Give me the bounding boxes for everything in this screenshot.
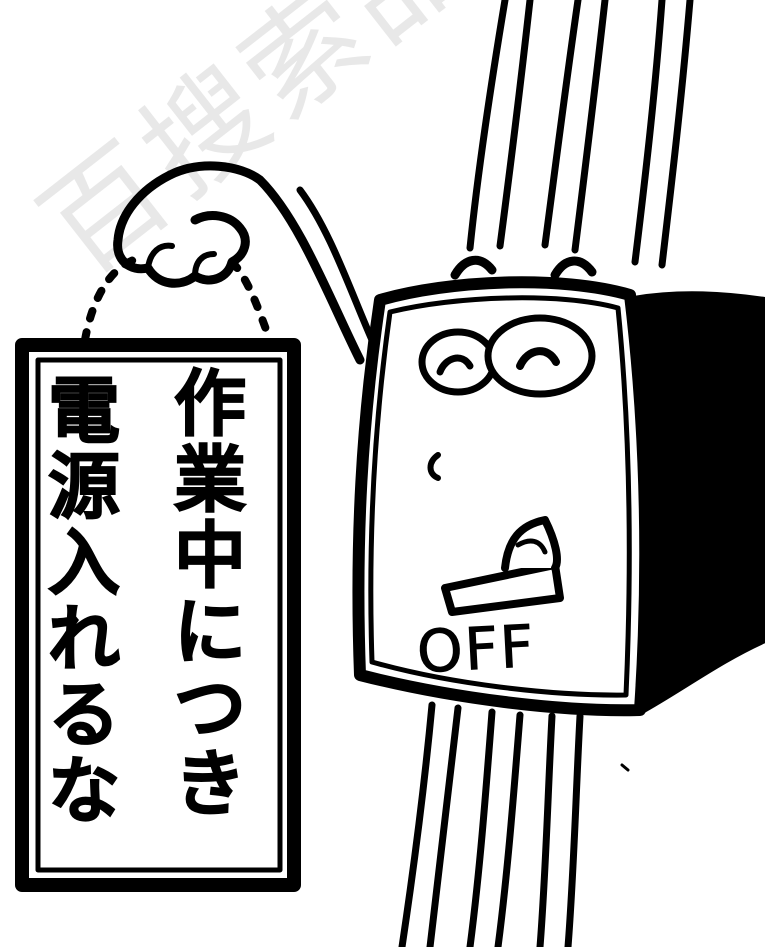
sign-char: な [47,749,121,833]
sign-char: に [173,590,247,674]
left-eyebrow [450,256,497,280]
sign-char: 入 [47,521,121,605]
sign-string [81,254,144,344]
sign-char: る [47,673,121,757]
right-eyebrow [550,256,597,280]
sign-char: 源 [47,445,121,529]
sign-char: 電 [47,369,121,453]
mouth-icon [427,452,441,481]
sign-text-line-left: 電 源 入 れ る な [38,369,130,833]
arm-icon [165,161,365,365]
switch-body-icon [352,276,652,717]
sign-char: 中 [173,514,247,598]
hand-icon [113,170,250,288]
switch-state-label: OFF [415,611,538,687]
sign-char: き [173,742,247,826]
sign-char: つ [173,666,247,750]
hanging-sign-icon [15,338,301,892]
eyes-icon [418,314,596,398]
sign-char: れ [47,597,121,681]
toggle-lever-icon [441,516,564,616]
lower-cable-icon [398,701,584,947]
sign-char: 業 [173,438,247,522]
upper-cable-icon [466,0,694,269]
sign-char: 作 [173,362,247,446]
sign-text-line-right: 作 業 中 に つ き [164,362,256,826]
